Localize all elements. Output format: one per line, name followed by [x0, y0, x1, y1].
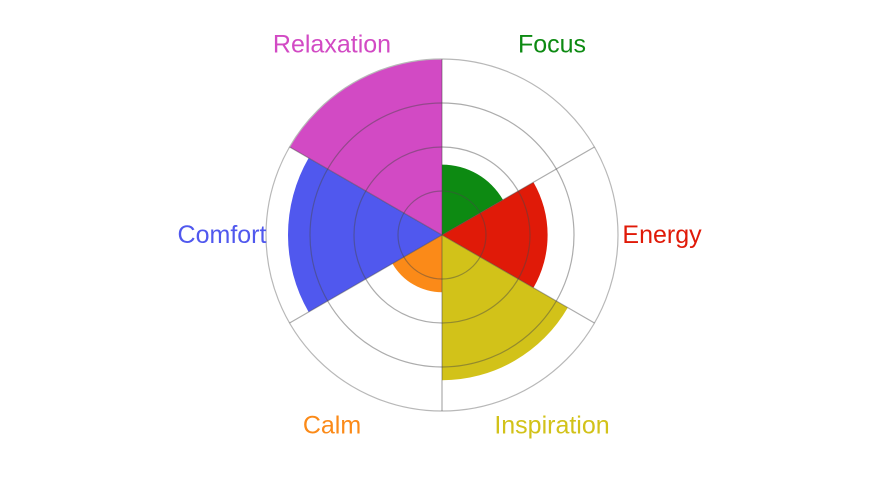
grid-ring: [353, 146, 531, 324]
wedge-energy: [442, 182, 548, 288]
grid-layer: [265, 58, 619, 412]
category-label-energy: Energy: [622, 221, 702, 249]
category-label-relaxation: Relaxation: [273, 31, 391, 59]
wedge-focus: [442, 164, 503, 235]
category-label-focus: Focus: [518, 31, 586, 59]
category-label-inspiration: Inspiration: [494, 412, 609, 440]
wedge-comfort: [287, 158, 442, 312]
grid-ring: [265, 58, 619, 412]
wedge-relaxation: [289, 59, 442, 235]
grid-ring: [397, 190, 487, 280]
category-label-calm: Calm: [303, 412, 361, 440]
grid-spoke: [441, 146, 595, 236]
category-label-comfort: Comfort: [178, 221, 267, 249]
wedge-calm: [392, 235, 442, 293]
grid-spoke: [289, 234, 443, 324]
wedge-layer: [287, 59, 568, 381]
wedge-inspiration: [442, 235, 568, 381]
grid-spoke: [441, 234, 595, 324]
grid-spoke: [289, 146, 443, 236]
grid-ring: [309, 102, 575, 368]
